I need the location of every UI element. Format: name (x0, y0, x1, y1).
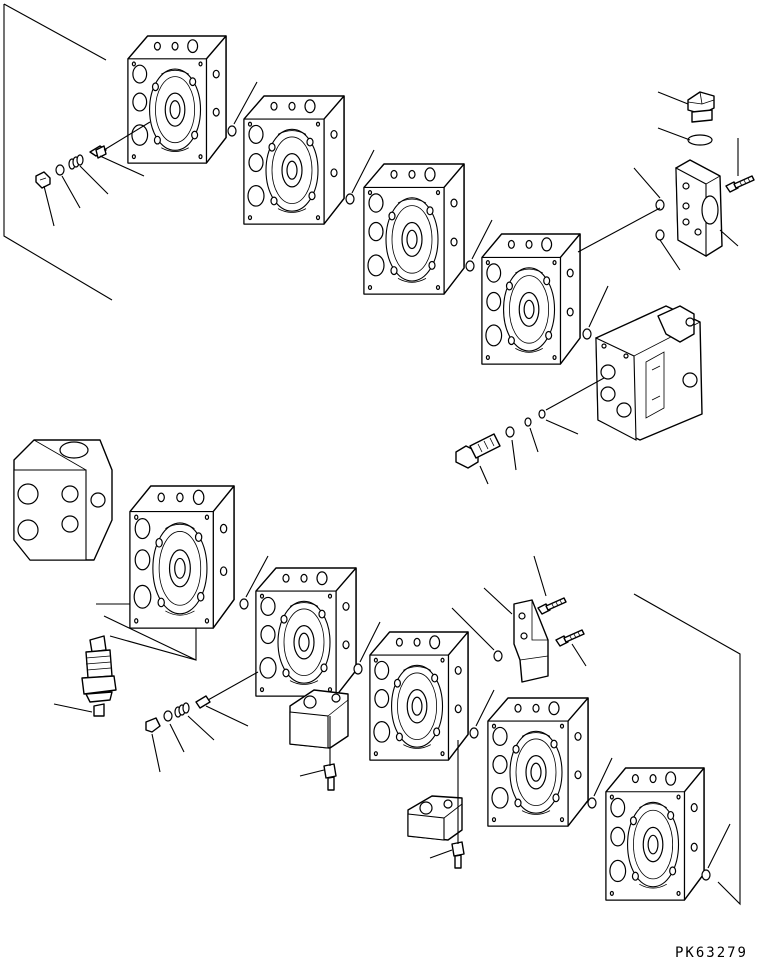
valve-section-4 (481, 233, 581, 365)
o-ring (582, 328, 592, 340)
o-ring (525, 418, 531, 426)
valve-section-2 (243, 95, 345, 225)
valve-section-8 (487, 697, 589, 827)
o-ring (55, 164, 65, 176)
bracket-block-lower (408, 796, 462, 840)
inlet-cover (14, 440, 112, 560)
bolt (537, 597, 567, 615)
o-ring (587, 797, 597, 809)
plug (146, 718, 160, 732)
o-ring (227, 125, 237, 137)
plug (36, 172, 50, 188)
bolt (452, 842, 464, 868)
o-ring (469, 727, 479, 739)
bolt (555, 629, 585, 647)
poppet (196, 696, 210, 708)
relief-cartridge (456, 434, 500, 468)
valve-section-6 (255, 567, 357, 697)
bolt (324, 764, 336, 790)
o-ring (701, 869, 711, 881)
bracket-block (290, 690, 348, 748)
valve-section-7 (369, 631, 469, 761)
valve-section-3 (363, 163, 465, 295)
end-cover (596, 306, 702, 440)
valve-section-5 (129, 485, 235, 629)
unload-valve (82, 636, 116, 716)
relief-body (676, 160, 722, 256)
spring (175, 703, 189, 717)
o-ring (465, 260, 475, 272)
o-ring (493, 650, 503, 662)
plug-top (688, 92, 714, 122)
mounting-bracket (514, 600, 548, 682)
poppet (90, 146, 106, 158)
bolt (725, 175, 755, 193)
valve-section-1 (127, 35, 227, 164)
drawing-code: PK63279 (674, 945, 748, 961)
o-ring (353, 663, 363, 675)
o-ring (345, 193, 355, 205)
o-ring (655, 229, 665, 241)
o-ring (539, 410, 545, 418)
o-ring (688, 135, 712, 145)
o-ring (239, 598, 249, 610)
o-ring (505, 426, 515, 438)
o-ring (163, 710, 173, 722)
spring (69, 155, 83, 169)
valve-section-9 (605, 767, 705, 901)
